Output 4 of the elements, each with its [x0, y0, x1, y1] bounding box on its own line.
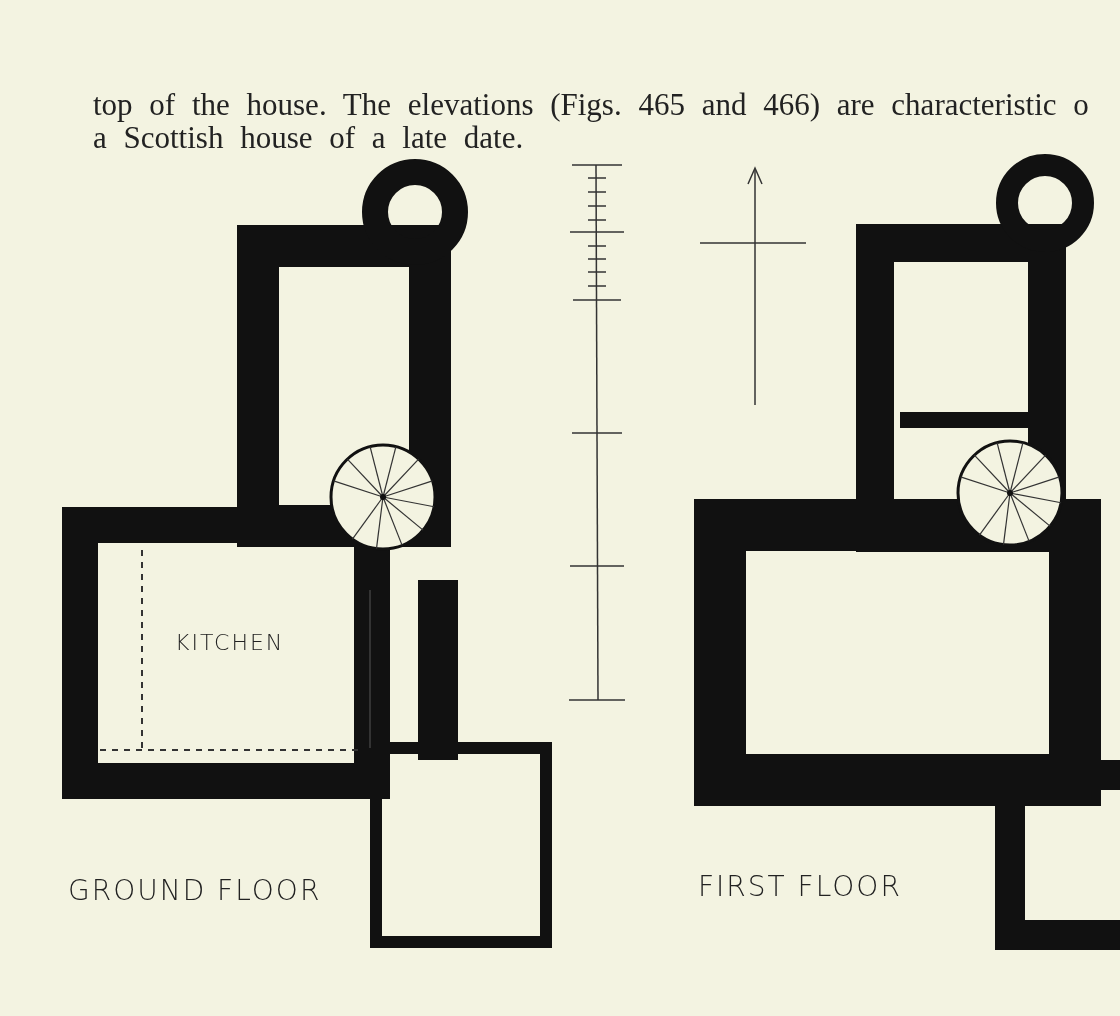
- plan-title: FIRST FLOOR: [698, 870, 902, 903]
- body-paragraph: top of the house. The elevations (Figs. 465 and 466) are characteristic o a Scottish house of a late date.: [93, 88, 1090, 154]
- room-label: KITCHEN: [175, 630, 285, 655]
- plan-title: GROUND FLOOR: [68, 874, 322, 907]
